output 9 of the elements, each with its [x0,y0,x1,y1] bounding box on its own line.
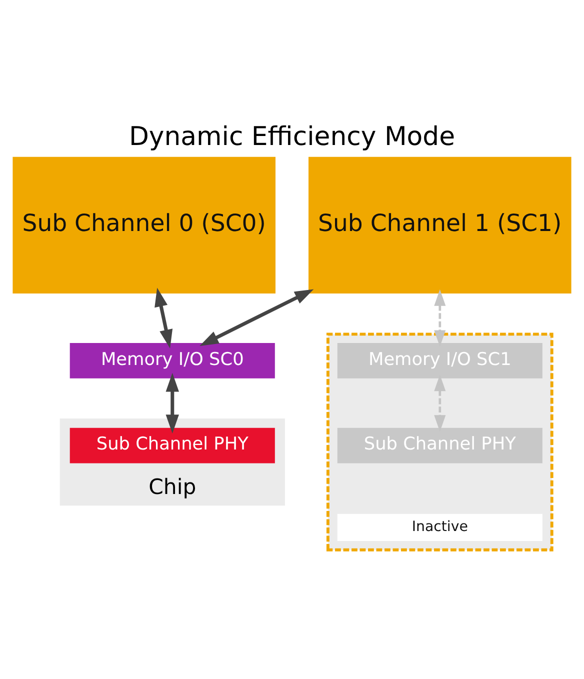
node-box: Sub Channel PHY [70,428,275,464]
node-box: Memory I/O SC0 [70,343,275,378]
node-box: Sub Channel 1 (SC1) [308,156,572,294]
diagram-title: Dynamic Efficiency Mode [128,122,456,152]
node-box: Sub Channel 0 (SC0) [12,156,276,294]
cluster [326,332,554,552]
arrow [154,288,173,348]
arrow [200,289,314,346]
arrow [166,372,179,434]
